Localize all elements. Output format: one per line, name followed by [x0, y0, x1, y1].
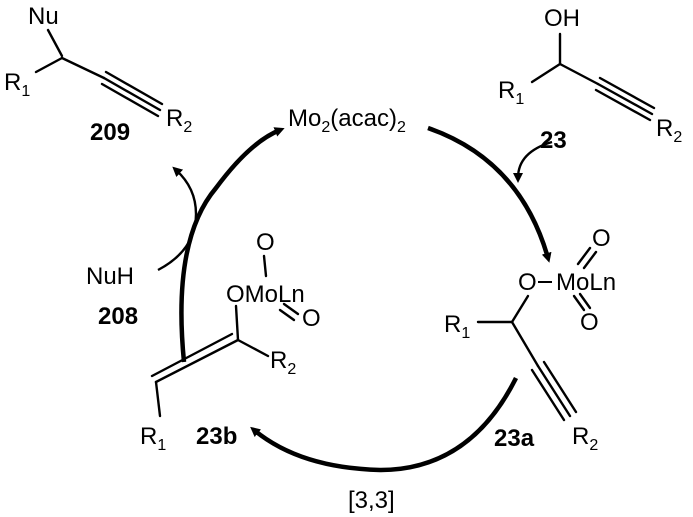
bond-c-alkyne-23: [558, 62, 600, 86]
r2-label-23b: R2: [270, 347, 296, 378]
double-bond-o-top-23b: [262, 254, 268, 278]
bond-c-alkyne-23a: [510, 320, 540, 368]
double-bond-o-bottom-23b-a: [282, 302, 300, 316]
double-bond-o-bottom-b: [578, 292, 592, 310]
triple-bond-3: [100, 82, 160, 118]
double-bond-o-bottom-a: [572, 294, 586, 312]
arrow-nuh-to-209: [157, 166, 198, 272]
o-bottom-23b: O: [302, 305, 321, 332]
compound-209: Nu R1 R2 209: [4, 3, 192, 146]
o-label-23a: O: [518, 269, 537, 296]
r1-label: R1: [4, 69, 30, 100]
nu-label: Nu: [28, 3, 59, 30]
r1-label-23: R1: [498, 77, 524, 108]
compound-23b: O OMoLn O R2 R1 23b: [140, 229, 321, 454]
r1-label-23b: R1: [140, 423, 166, 454]
r2-label-23: R2: [656, 115, 682, 146]
bond-c-alkyne: [60, 56, 106, 80]
triple-bond-23-3: [594, 88, 652, 122]
triple-bond-23-2: [598, 76, 656, 110]
double-bond-o-top-a: [576, 246, 592, 266]
bond-c-o-23b: [234, 304, 240, 342]
double-bond-23b-1: [154, 338, 240, 384]
nuh-label: NuH: [86, 263, 134, 290]
r2-label: R2: [166, 105, 192, 136]
triple-bond-23a-3: [530, 368, 566, 422]
double-bond-o-bottom-23b-b: [278, 308, 296, 322]
omoln-label-23b: OMoLn: [226, 281, 305, 308]
label-209: 209: [90, 119, 130, 146]
compound-23a: O MoLn O O R1 R2 23a: [444, 225, 616, 454]
catalyst-label: Mo2(acac)2: [288, 105, 406, 136]
label-208: 208: [98, 303, 138, 330]
r1-label-23a: R1: [444, 311, 470, 342]
label-23a: 23a: [494, 425, 535, 452]
bond-r1-c-23: [530, 62, 562, 84]
compound-23: OH R1 R2 23: [498, 5, 682, 154]
bond-c-o-23a: [510, 294, 530, 324]
bond-nu-c: [46, 28, 64, 58]
moln-label-23a: MoLn: [556, 269, 616, 296]
o-top-23b: O: [256, 229, 275, 256]
arrow-23-in: [513, 140, 553, 183]
label-23: 23: [540, 127, 567, 154]
bond-r1-c: [34, 56, 64, 74]
triple-bond-23-1: [596, 82, 654, 116]
o-bottom-23a: O: [580, 309, 599, 336]
arrow-23b-to-catalyst: [179, 127, 285, 363]
r2-label-23a: R2: [572, 423, 598, 454]
triple-bond-23a-2: [542, 360, 578, 414]
oh-label: OH: [544, 5, 580, 32]
bond-c-r2-23b: [236, 338, 270, 358]
label-23b: 23b: [196, 423, 237, 450]
double-bond-23b-2: [150, 332, 234, 378]
triple-bond-23a-1: [536, 364, 572, 418]
arrow-catalyst-to-23a: [427, 125, 552, 263]
triple-bond-2: [104, 70, 164, 106]
rearrangement-label: [3,3]: [348, 487, 395, 514]
bond-r1-23b: [154, 380, 162, 418]
o-top-23a: O: [592, 225, 611, 252]
arrow-23a-to-23b: [250, 376, 519, 473]
triple-bond-1: [102, 76, 162, 112]
double-bond-o-top-b: [582, 250, 598, 270]
